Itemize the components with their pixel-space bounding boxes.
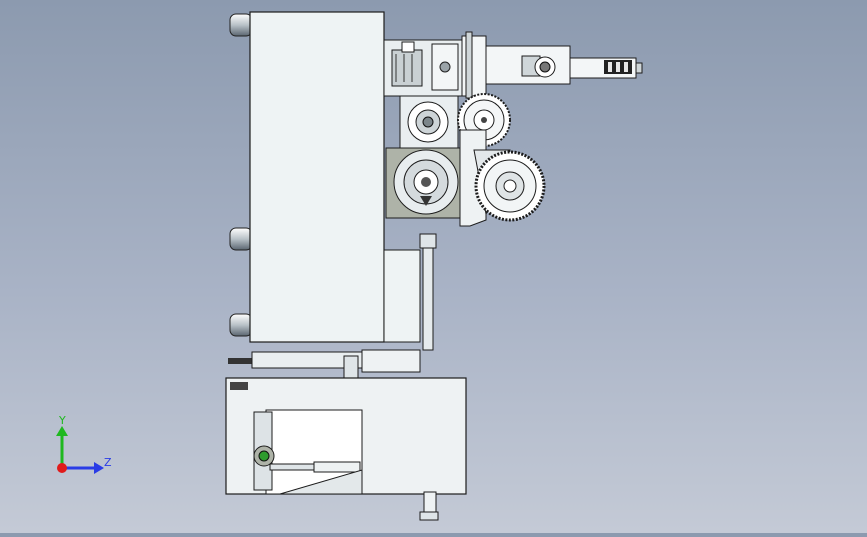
view-orientation-triad[interactable]: Y Z bbox=[56, 414, 112, 474]
z-axis-label: Z bbox=[104, 456, 112, 469]
lower-base-frame bbox=[225, 377, 467, 521]
rod-clamp bbox=[419, 233, 437, 249]
main-housing bbox=[249, 11, 385, 343]
large-gear bbox=[474, 150, 546, 222]
main-rotary-unit bbox=[385, 147, 461, 219]
housing-stub-bottom bbox=[229, 313, 253, 337]
lower-cylinder bbox=[228, 349, 421, 387]
housing-stub-top bbox=[229, 13, 253, 37]
upper-rotary-unit bbox=[399, 95, 459, 149]
side-panel bbox=[383, 249, 421, 343]
horizontal-arm bbox=[485, 45, 643, 85]
y-axis-label: Y bbox=[58, 414, 66, 427]
top-bracket-assembly bbox=[383, 31, 487, 99]
vertical-rod bbox=[422, 239, 434, 351]
housing-stub-middle bbox=[229, 227, 253, 251]
